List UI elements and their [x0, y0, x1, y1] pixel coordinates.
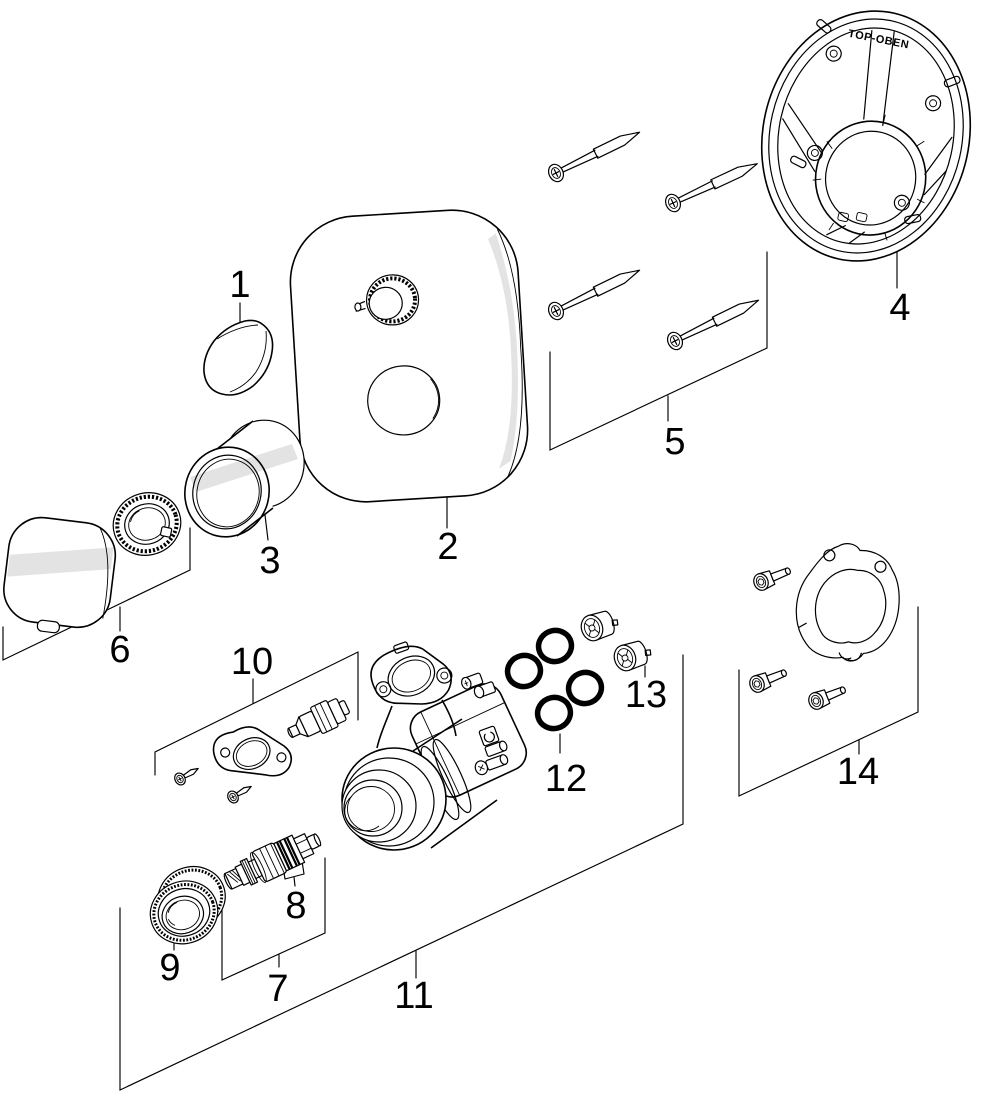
part-10-stop-assembly	[171, 698, 350, 806]
cap-screw-4	[805, 680, 849, 713]
part-label-10: 10	[231, 641, 273, 683]
part-7-cartridge	[223, 833, 322, 890]
part-5-fixing-screws	[545, 123, 764, 353]
part-13-check-valves	[577, 606, 655, 675]
check-valve-1	[577, 606, 622, 645]
part-12-o-rings	[504, 627, 605, 732]
part-label-9: 9	[159, 947, 180, 989]
part-2-cover-plate	[289, 209, 529, 503]
o-ring-4	[534, 694, 574, 732]
screw-2	[662, 154, 762, 215]
screw-1	[545, 123, 645, 185]
mounting-bracket	[795, 543, 900, 662]
part-label-5: 5	[664, 421, 685, 463]
part-1-handle-lever	[203, 319, 274, 396]
leader-14	[738, 606, 919, 797]
part-label-4: 4	[889, 287, 910, 329]
leader-lines	[2, 249, 919, 1091]
body-studs-bottom	[474, 740, 509, 776]
leader-10	[154, 651, 359, 776]
body-studs-top	[460, 672, 496, 699]
mini-screw-2	[224, 780, 255, 806]
o-ring-3	[565, 669, 605, 707]
mini-screw-1	[171, 762, 202, 788]
part-label-11: 11	[394, 975, 433, 1017]
cap-screw-1	[750, 561, 794, 594]
leader-5	[549, 251, 768, 451]
part-9-ring-nut	[149, 866, 226, 945]
part-label-1: 1	[229, 264, 250, 306]
part-14-bracket-set	[746, 543, 900, 713]
part-label-13: 13	[625, 674, 667, 716]
screw-4	[664, 291, 764, 353]
part-11-valve-body	[341, 641, 528, 851]
part-labels: 1 2 3 4 5 6 7 8 9 10 11 12 13 14	[109, 264, 910, 1017]
part-6-adapter-ring	[112, 492, 182, 556]
part-4-mounting-ring: TOP-OBEN	[760, 10, 972, 262]
leader-3	[264, 514, 269, 541]
cap-screw-3	[746, 663, 790, 696]
part-label-7: 7	[267, 968, 288, 1010]
part-label-6: 6	[109, 629, 130, 671]
stop-flange	[212, 726, 293, 777]
body-top-flange	[370, 641, 453, 705]
check-valve-2	[610, 636, 655, 675]
leader-11	[119, 654, 684, 1091]
part-6-knob	[3, 516, 117, 634]
part-label-14: 14	[837, 751, 879, 793]
o-ring-1	[535, 627, 575, 665]
plate-adjust-knob	[354, 274, 420, 326]
leader-7	[221, 857, 326, 981]
part-label-12: 12	[545, 758, 587, 800]
o-ring-2	[504, 652, 544, 690]
body-clip-boss	[478, 725, 500, 747]
part-label-3: 3	[259, 540, 280, 582]
stop-insert	[287, 698, 350, 738]
part-label-2: 2	[437, 526, 458, 568]
screw-3	[545, 261, 645, 323]
part-3-extension-sleeve	[184, 419, 305, 538]
part-label-8: 8	[285, 885, 306, 927]
